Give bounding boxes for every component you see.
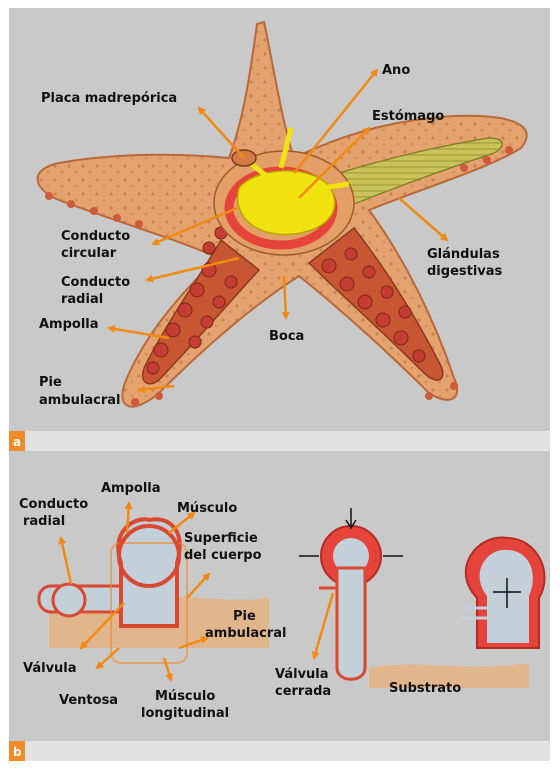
label-ampolla-b: Ampolla (101, 481, 161, 496)
tube-foot-closed (319, 526, 381, 679)
tag-a: a (13, 435, 21, 449)
label-superficie-1: Superficie (184, 531, 258, 546)
label-musculo: Músculo (177, 501, 237, 516)
label-conducto-radial-b-2: radial (23, 514, 65, 529)
label-conducto-radial-2: radial (61, 292, 103, 307)
label-conducto-circular-1: Conducto (61, 229, 130, 244)
label-conducto-circular-2: circular (61, 246, 117, 261)
label-musculo-longitudinal-1: Músculo (155, 689, 215, 704)
figure-panel: Placa madrepórica Ano Estómago Conducto … (9, 8, 550, 761)
label-boca: Boca (269, 329, 304, 344)
label-conducto-radial-b-1: Conducto (19, 497, 88, 512)
label-pie-ambulacral-a-1: Pie (39, 375, 62, 390)
strip-a (9, 431, 550, 451)
label-valvula-cerrada-2: cerrada (275, 684, 331, 699)
label-pie-ambulacral-b-2: ambulacral (205, 626, 286, 641)
label-valvula: Válvula (23, 661, 77, 676)
label-glandulas-2: digestivas (427, 264, 503, 279)
label-conducto-radial-1: Conducto (61, 275, 130, 290)
label-glandulas-1: Glándulas (427, 247, 500, 262)
stomach (238, 171, 335, 235)
tag-b: b (13, 745, 22, 759)
label-substrato: Substrato (389, 681, 461, 696)
strip-b (9, 741, 550, 761)
label-ano: Ano (382, 63, 410, 78)
label-pie-ambulacral-a-2: ambulacral (39, 393, 120, 408)
label-ventosa: Ventosa (59, 693, 118, 708)
label-estomago: Estómago (372, 109, 444, 124)
label-valvula-cerrada-1: Válvula (275, 667, 329, 682)
tube-foot-extended (459, 538, 545, 648)
label-pie-ambulacral-b-1: Pie (233, 609, 256, 624)
label-ampolla-a: Ampolla (39, 317, 99, 332)
label-placa-madreporica: Placa madrepórica (41, 91, 177, 106)
starfish-diagram: Placa madrepórica Ano Estómago Conducto … (9, 8, 550, 761)
starfish (38, 22, 527, 407)
label-superficie-2: del cuerpo (184, 548, 262, 563)
label-musculo-longitudinal-2: longitudinal (141, 706, 229, 721)
